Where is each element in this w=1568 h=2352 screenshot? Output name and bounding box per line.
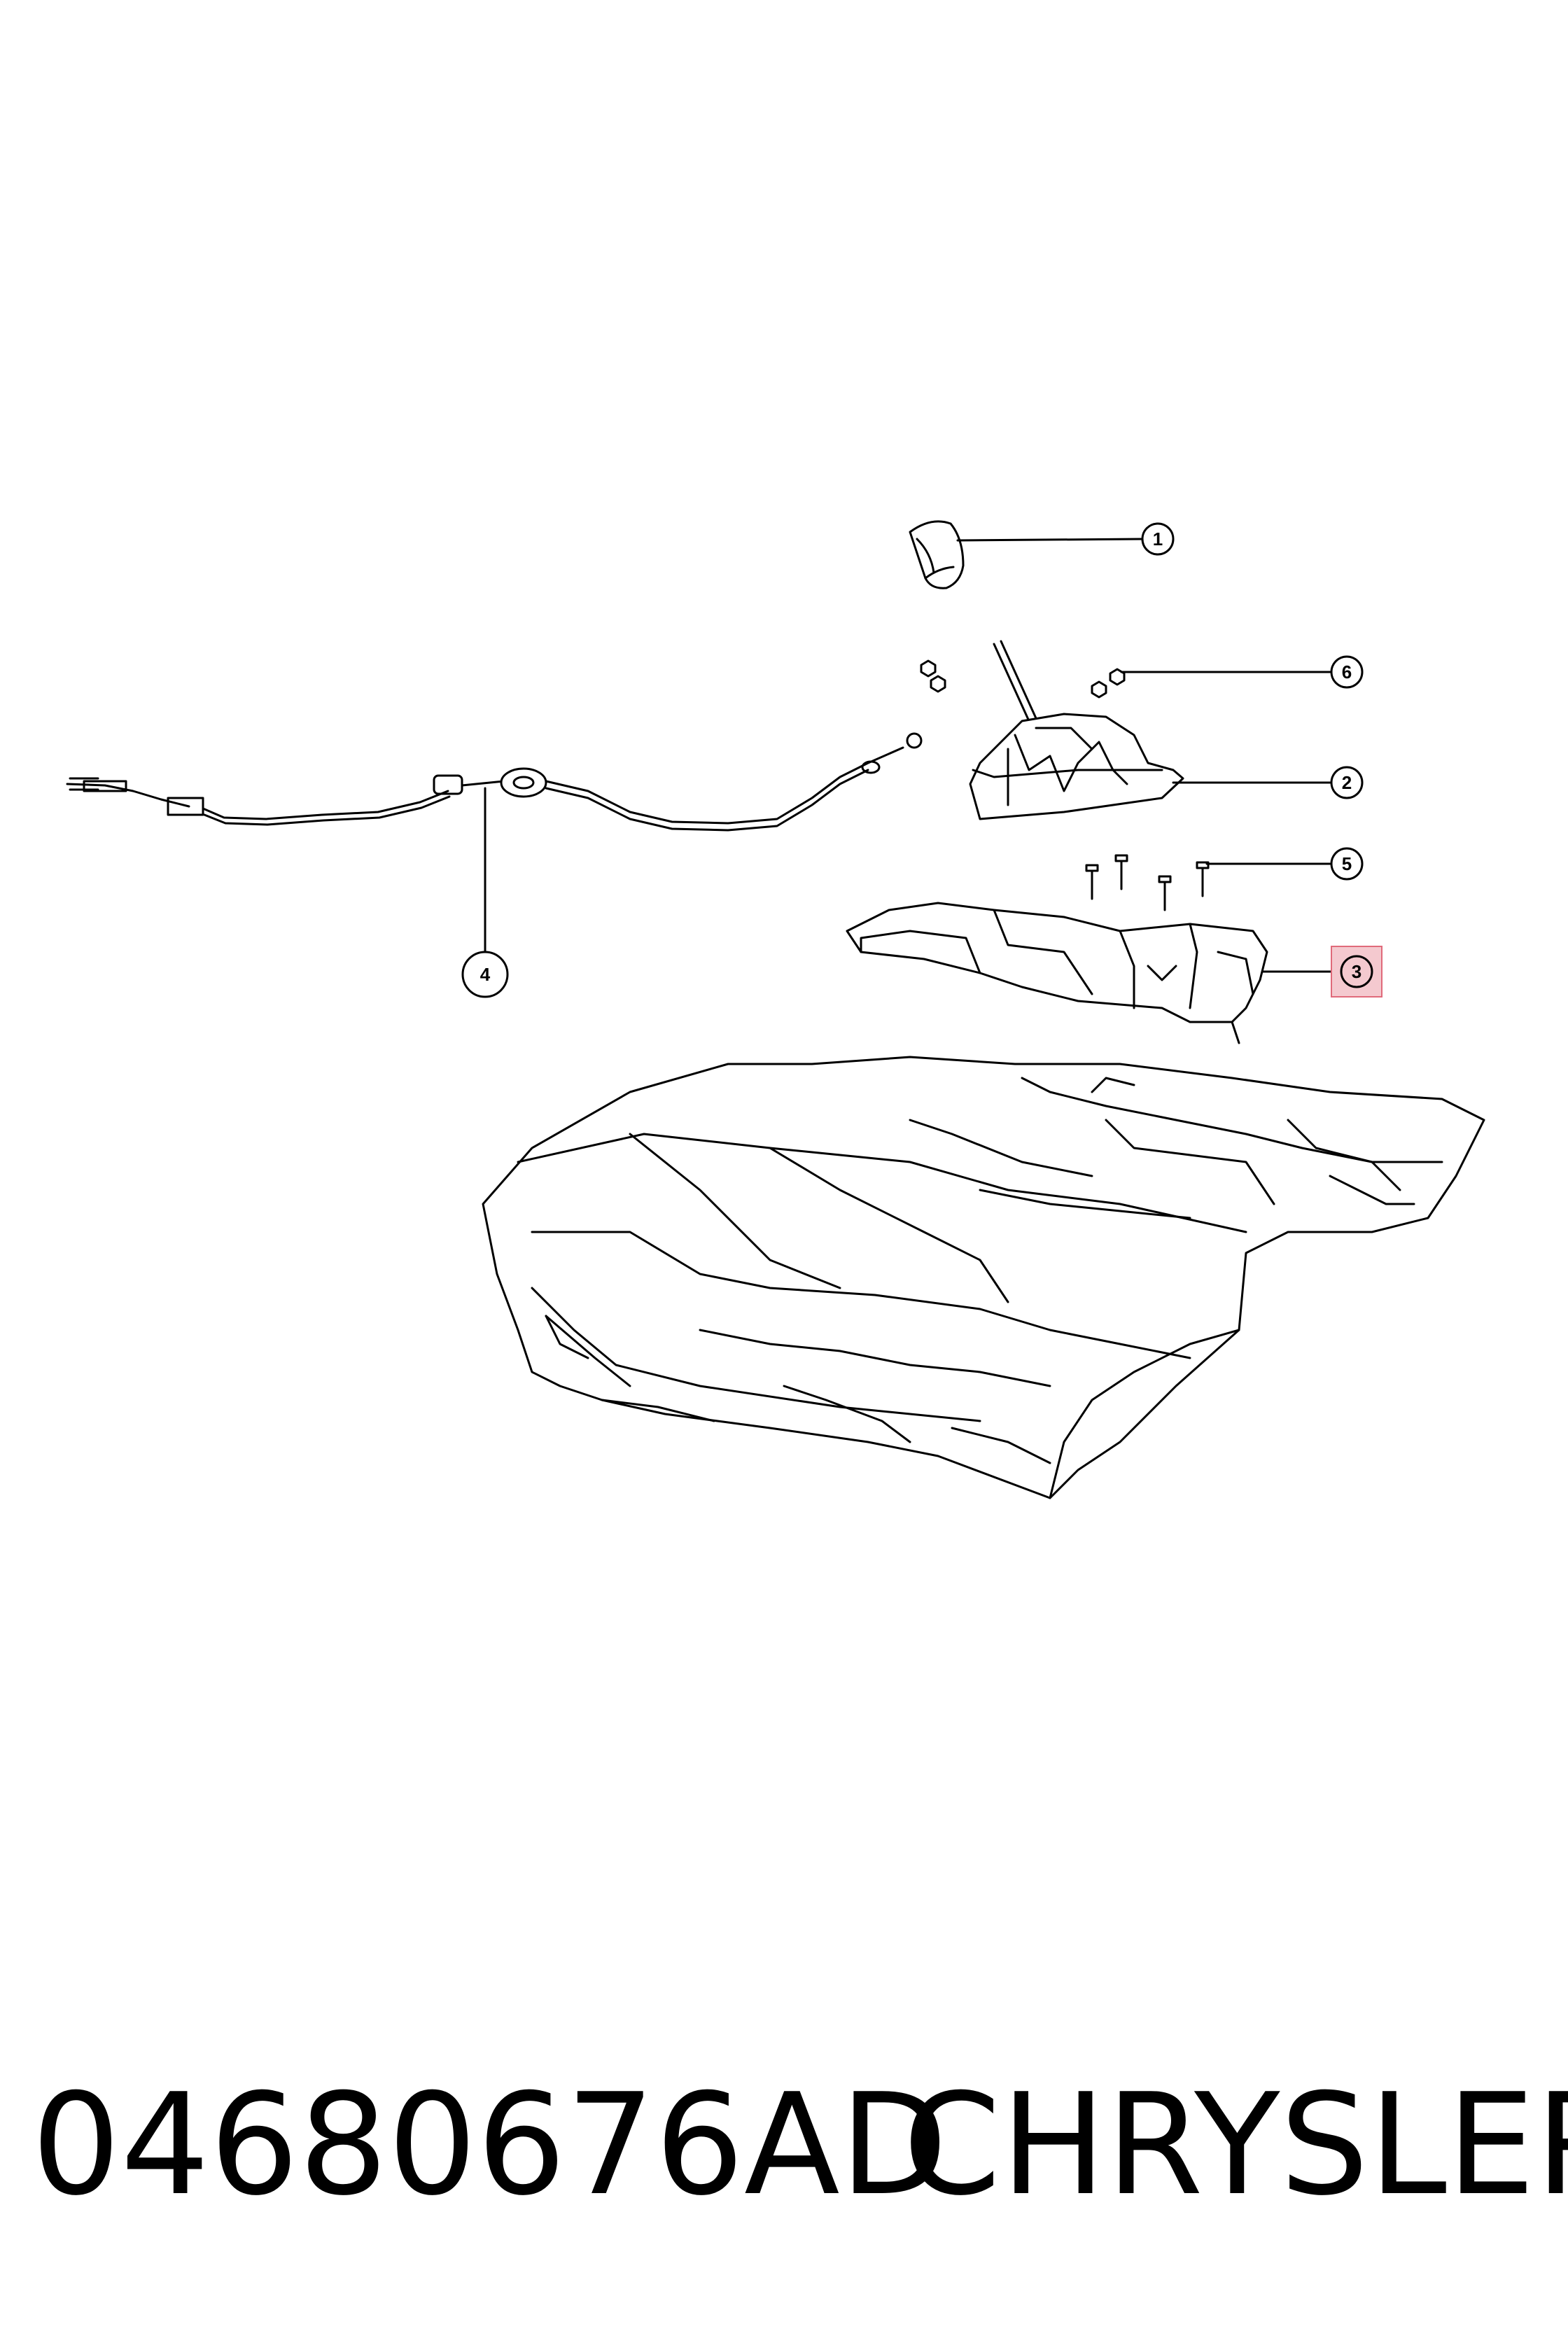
footer-caption: 04680676AD CHRYSLER — [0, 2068, 1568, 2222]
callout-2-label: 2 — [1342, 772, 1352, 793]
callout-6-label: 6 — [1342, 662, 1352, 682]
shifter-assembly-illustration — [969, 640, 1333, 820]
brand-name: CHRYSLER — [903, 2064, 1568, 2227]
callout-1-label: 1 — [1153, 528, 1163, 550]
callout-4-label: 4 — [480, 964, 491, 985]
callout-3[interactable]: 3 — [1331, 946, 1382, 997]
callout-5-label: 5 — [1342, 853, 1352, 874]
callout-6: 6 — [1330, 655, 1364, 689]
nuts-illustration — [920, 659, 1333, 699]
shift-cable-illustration — [66, 732, 923, 953]
bolts-illustration — [1085, 854, 1333, 911]
shifter-bracket-illustration — [846, 902, 1333, 1044]
callout-2: 2 — [1330, 766, 1364, 799]
callout-4: 4 — [461, 951, 509, 998]
part-number: 04680676AD — [31, 2064, 948, 2227]
callout-1: 1 — [1141, 522, 1175, 556]
shift-knob-illustration — [909, 520, 1144, 589]
callout-5: 5 — [1330, 847, 1364, 881]
floor-pan-illustration — [482, 1056, 1485, 1499]
callout-3-label: 3 — [1352, 961, 1362, 982]
